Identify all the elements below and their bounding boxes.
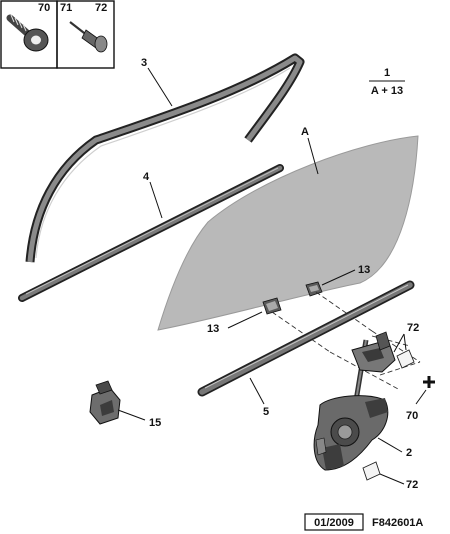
leader-13-top [321,269,356,286]
clip-72-upper [396,349,415,369]
ref-label-72: 72 [95,2,107,14]
fastener-70-marker [423,376,435,388]
callout-13-left: 13 [207,323,219,335]
callout-15: 15 [149,417,161,429]
window-glass [157,135,419,331]
window-frame-seal [25,53,305,263]
leader-13-left [227,311,263,329]
leader-4 [149,181,163,219]
inner-waist-seal [197,280,415,397]
leader-72-bottom [379,473,405,485]
ref-label-71: 71 [60,2,72,14]
footer-reference: F842601A [372,517,423,529]
screw-icon [6,14,49,52]
leader-15 [117,409,146,421]
glass-clip-upper [305,281,323,297]
parts-reference-box: 70 71 72 [0,0,115,69]
callout-2: 2 [406,447,412,459]
leader-72-top-b [403,333,407,351]
callout-3: 3 [141,57,147,69]
leader-3 [147,67,173,107]
ref-label-70: 70 [38,2,50,14]
callout-72-bottom: 72 [406,479,418,491]
formula-numerator: 1 [384,67,390,79]
callout-labels: 3 4 A 13 13 72 70 5 15 2 72 [141,57,419,491]
window-regulator [313,331,396,471]
leader-5 [249,377,265,405]
formula: 1 A + 13 [369,67,405,97]
leader-2 [377,437,403,453]
callout-A: A [301,126,309,138]
box-cell-71-72 [56,0,115,69]
callout-13-top: 13 [358,264,370,276]
leader-A [307,137,319,175]
footer: 01/2009 F842601A [304,513,423,531]
footer-date: 01/2009 [314,517,354,529]
glass-clip-lower [262,297,282,315]
rivet-clip-icon [69,21,108,53]
leader-72-top-a [393,333,405,353]
leader-70 [415,389,427,405]
formula-denominator: A + 13 [371,85,403,97]
callout-70: 70 [406,410,418,422]
callout-72-top: 72 [407,322,419,334]
callout-4: 4 [143,171,150,183]
window-switch [89,380,121,425]
date-box [304,513,364,531]
clip-72-lower [362,461,381,481]
outer-waist-seal [18,164,284,302]
leader-lines [117,67,427,485]
callout-5: 5 [263,406,269,418]
